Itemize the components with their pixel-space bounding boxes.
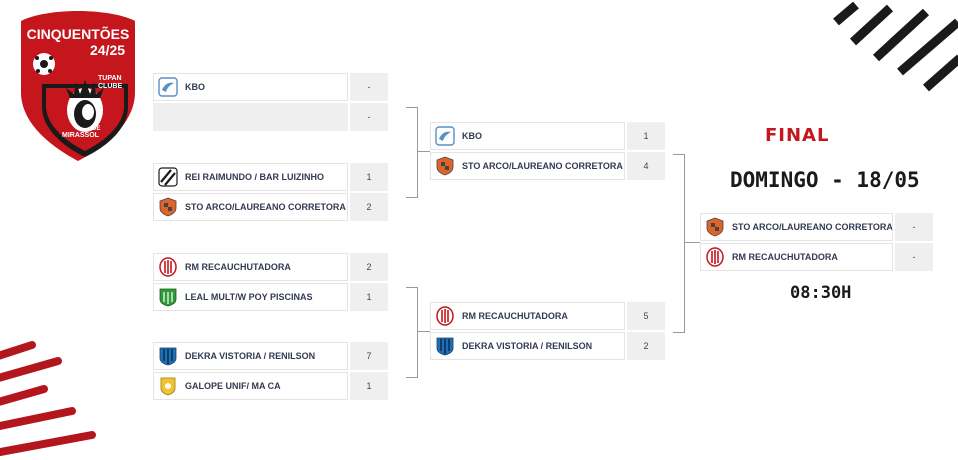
sf2-team1-slot[interactable]: RM RECAUCHUTADORA 5 xyxy=(430,302,665,330)
final-team1-name: STO ARCO/LAUREANO CORRETORA xyxy=(732,222,893,232)
sf2-team2-slot[interactable]: DEKRA VISTORIA / RENILSON 2 xyxy=(430,332,665,360)
logo-club-line2: CLUBE xyxy=(98,83,123,90)
connector-line xyxy=(406,197,418,198)
red-striped-crest-icon xyxy=(706,247,724,267)
sf1-team1-name: KBO xyxy=(462,131,482,141)
connector-line xyxy=(673,332,685,333)
final-time: 08:30H xyxy=(790,283,852,303)
red-striped-crest-icon xyxy=(159,257,177,277)
decorative-stripes-top-right xyxy=(833,1,958,92)
qf1-team2-slot[interactable]: - xyxy=(153,103,388,131)
logo-title-line1: CINQUENTÕES xyxy=(26,26,130,42)
sf2-team1-name: RM RECAUCHUTADORA xyxy=(462,311,568,321)
logo-club-line1: TUPAN xyxy=(98,75,122,82)
final-date: DOMINGO - 18/05 xyxy=(730,168,920,192)
qf3-team1: RM RECAUCHUTADORA xyxy=(153,253,348,281)
connector-line xyxy=(673,154,685,155)
qf1-team2-score: - xyxy=(350,103,388,131)
blue-striped-crest-icon xyxy=(159,347,177,366)
qf4-team2-slot[interactable]: GALOPE UNIF/ MA CA 1 xyxy=(153,372,388,400)
qf4-team1-slot[interactable]: DEKRA VISTORIA / RENILSON 7 xyxy=(153,342,388,370)
connector-line xyxy=(417,107,418,198)
sf2-team2: DEKRA VISTORIA / RENILSON xyxy=(430,332,625,360)
qf2-team1: REI RAIMUNDO / BAR LUIZINHO xyxy=(153,163,348,191)
logo-title-line2: 24/25 xyxy=(90,42,126,58)
kbo-crest-icon xyxy=(158,77,178,97)
connector-line xyxy=(417,287,418,378)
connector-line xyxy=(684,242,700,243)
qf3-team2-slot[interactable]: LEAL MULT/W POY PISCINAS 1 xyxy=(153,283,388,311)
orange-checker-crest-icon xyxy=(706,217,724,237)
connector-line xyxy=(406,377,418,378)
qf3-team2-score: 1 xyxy=(350,283,388,311)
qf2-team1-slot[interactable]: REI RAIMUNDO / BAR LUIZINHO 1 xyxy=(153,163,388,191)
sf1-team2: STO ARCO/LAUREANO CORRETORA xyxy=(430,152,625,180)
final-team2-name: RM RECAUCHUTADORA xyxy=(732,252,838,262)
sf1-team1-score: 1 xyxy=(627,122,665,150)
connector-line xyxy=(406,107,418,108)
final-team1-slot[interactable]: STO ARCO/LAUREANO CORRETORA - xyxy=(700,213,933,241)
qf4-team1-name: DEKRA VISTORIA / RENILSON xyxy=(185,351,316,361)
sf1-team1: KBO xyxy=(430,122,625,150)
final-team1-score: - xyxy=(895,213,933,241)
qf1-team1: KBO xyxy=(153,73,348,101)
qf2-team1-name: REI RAIMUNDO / BAR LUIZINHO xyxy=(185,172,324,182)
qf3-team1-name: RM RECAUCHUTADORA xyxy=(185,262,291,272)
qf2-team1-score: 1 xyxy=(350,163,388,191)
qf3-team2-name: LEAL MULT/W POY PISCINAS xyxy=(185,292,313,302)
tournament-logo: CINQUENTÕES 24/25 TUPAN CLUBE DE MIRASSO… xyxy=(8,2,148,172)
qf2-team2-name: STO ARCO/LAUREANO CORRETORA xyxy=(185,202,346,212)
orange-checker-crest-icon xyxy=(159,197,177,217)
qf2-team2: STO ARCO/LAUREANO CORRETORA xyxy=(153,193,348,221)
sf2-team1-score: 5 xyxy=(627,302,665,330)
sf2-team2-name: DEKRA VISTORIA / RENILSON xyxy=(462,341,593,351)
qf3-team2: LEAL MULT/W POY PISCINAS xyxy=(153,283,348,311)
connector-line xyxy=(684,154,685,333)
qf1-team1-score: - xyxy=(350,73,388,101)
orange-checker-crest-icon xyxy=(436,156,454,176)
qf2-team2-score: 2 xyxy=(350,193,388,221)
qf1-team1-name: KBO xyxy=(185,82,205,92)
striped-black-crest-icon xyxy=(158,167,178,187)
qf1-team2 xyxy=(153,103,348,131)
logo-club-line3: DE xyxy=(92,126,101,132)
sf2-team1: RM RECAUCHUTADORA xyxy=(430,302,625,330)
qf4-team1-score: 7 xyxy=(350,342,388,370)
qf4-team2-name: GALOPE UNIF/ MA CA xyxy=(185,381,281,391)
logo-club-line4: MIRASSOL xyxy=(62,132,99,139)
kbo-crest-icon xyxy=(435,126,455,146)
sf1-team2-score: 4 xyxy=(627,152,665,180)
sf1-team2-name: STO ARCO/LAUREANO CORRETORA xyxy=(462,161,623,171)
final-team2-score: - xyxy=(895,243,933,271)
final-team2: RM RECAUCHUTADORA xyxy=(700,243,893,271)
red-striped-crest-icon xyxy=(436,306,454,326)
shield-icon xyxy=(16,6,140,168)
qf1-team1-slot[interactable]: KBO - xyxy=(153,73,388,101)
sf1-team1-slot[interactable]: KBO 1 xyxy=(430,122,665,150)
green-crest-icon xyxy=(159,288,177,307)
sf1-team2-slot[interactable]: STO ARCO/LAUREANO CORRETORA 4 xyxy=(430,152,665,180)
yellow-crest-icon xyxy=(160,377,176,396)
qf4-team2-score: 1 xyxy=(350,372,388,400)
connector-line xyxy=(406,287,418,288)
qf3-team1-slot[interactable]: RM RECAUCHUTADORA 2 xyxy=(153,253,388,281)
final-team1: STO ARCO/LAUREANO CORRETORA xyxy=(700,213,893,241)
decorative-stripes-bottom-left xyxy=(0,341,96,457)
qf2-team2-slot[interactable]: STO ARCO/LAUREANO CORRETORA 2 xyxy=(153,193,388,221)
final-team2-slot[interactable]: RM RECAUCHUTADORA - xyxy=(700,243,933,271)
qf4-team1: DEKRA VISTORIA / RENILSON xyxy=(153,342,348,370)
qf3-team1-score: 2 xyxy=(350,253,388,281)
connector-line xyxy=(417,151,430,152)
qf4-team2: GALOPE UNIF/ MA CA xyxy=(153,372,348,400)
blue-striped-crest-icon xyxy=(436,337,454,356)
sf2-team2-score: 2 xyxy=(627,332,665,360)
final-title: FINAL xyxy=(765,125,830,146)
connector-line xyxy=(417,331,430,332)
